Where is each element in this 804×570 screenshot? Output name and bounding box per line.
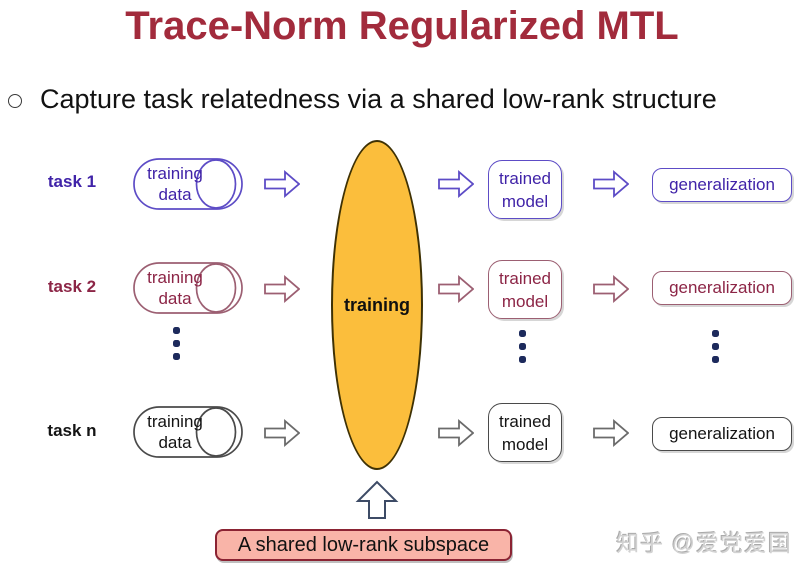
right-arrow-icon (264, 419, 301, 447)
task-n-label: task n (47, 421, 97, 440)
training-ellipse-label: training (344, 294, 410, 315)
cylinder-shape-icon (133, 158, 243, 210)
trained-model-line1: trained (499, 411, 551, 431)
cylinder-label-line2: data (158, 433, 192, 452)
cylinder-label: training data (135, 158, 215, 210)
task-1-training-data-cylinder: training data (133, 158, 243, 210)
page-title: Trace-Norm Regularized MTL (125, 4, 679, 48)
trained-model-line1: trained (499, 168, 551, 188)
training-ellipse: training (331, 140, 423, 470)
right-arrow-icon (593, 419, 630, 447)
task-2-label: task 2 (47, 277, 97, 296)
right-arrow-icon (438, 275, 475, 303)
cylinder-label-line1: training (147, 412, 203, 431)
bullet-text: Capture task relatedness via a shared lo… (40, 84, 717, 114)
right-arrow-icon (593, 275, 630, 303)
right-arrow-icon (593, 170, 630, 198)
cylinder-shape-icon (133, 406, 243, 458)
task-1-label: task 1 (47, 172, 97, 191)
zhihu-watermark: 知乎 @爱党爱国 (616, 530, 792, 556)
circle-bullet-icon (8, 94, 22, 108)
cylinder-shape-icon (133, 262, 243, 314)
right-arrow-icon (264, 170, 301, 198)
task-n-trained-model-box: trained model (488, 403, 562, 462)
trained-model-line2: model (501, 291, 549, 311)
cylinder-label-line2: data (158, 185, 192, 204)
up-arrow-icon (354, 480, 400, 519)
task-2-generalization-box: generalization (652, 271, 792, 305)
right-arrow-icon (438, 170, 475, 198)
task-n-generalization-box: generalization (652, 417, 792, 451)
bullet-line: Capture task relatedness via a shared lo… (8, 84, 717, 115)
cylinder-label-line2: data (158, 289, 192, 308)
right-arrow-icon (438, 419, 475, 447)
cylinder-label: training data (135, 406, 215, 458)
task-n-training-data-cylinder: training data (133, 406, 243, 458)
task-1-generalization-box: generalization (652, 168, 792, 202)
trained-model-line2: model (501, 191, 549, 211)
task-1-trained-model-box: trained model (488, 160, 562, 219)
task-2-trained-model-box: trained model (488, 260, 562, 319)
ellipsis-dots-models (519, 330, 526, 363)
ellipsis-dots-generalization (712, 330, 719, 363)
cylinder-label-line1: training (147, 268, 203, 287)
task-2-training-data-cylinder: training data (133, 262, 243, 314)
right-arrow-icon (264, 275, 301, 303)
shared-subspace-box: A shared low-rank subspace (215, 529, 512, 561)
trained-model-line2: model (501, 434, 549, 454)
ellipsis-dots-tasks (173, 327, 180, 360)
cylinder-label: training data (135, 262, 215, 314)
cylinder-label-line1: training (147, 164, 203, 183)
trained-model-line1: trained (499, 268, 551, 288)
